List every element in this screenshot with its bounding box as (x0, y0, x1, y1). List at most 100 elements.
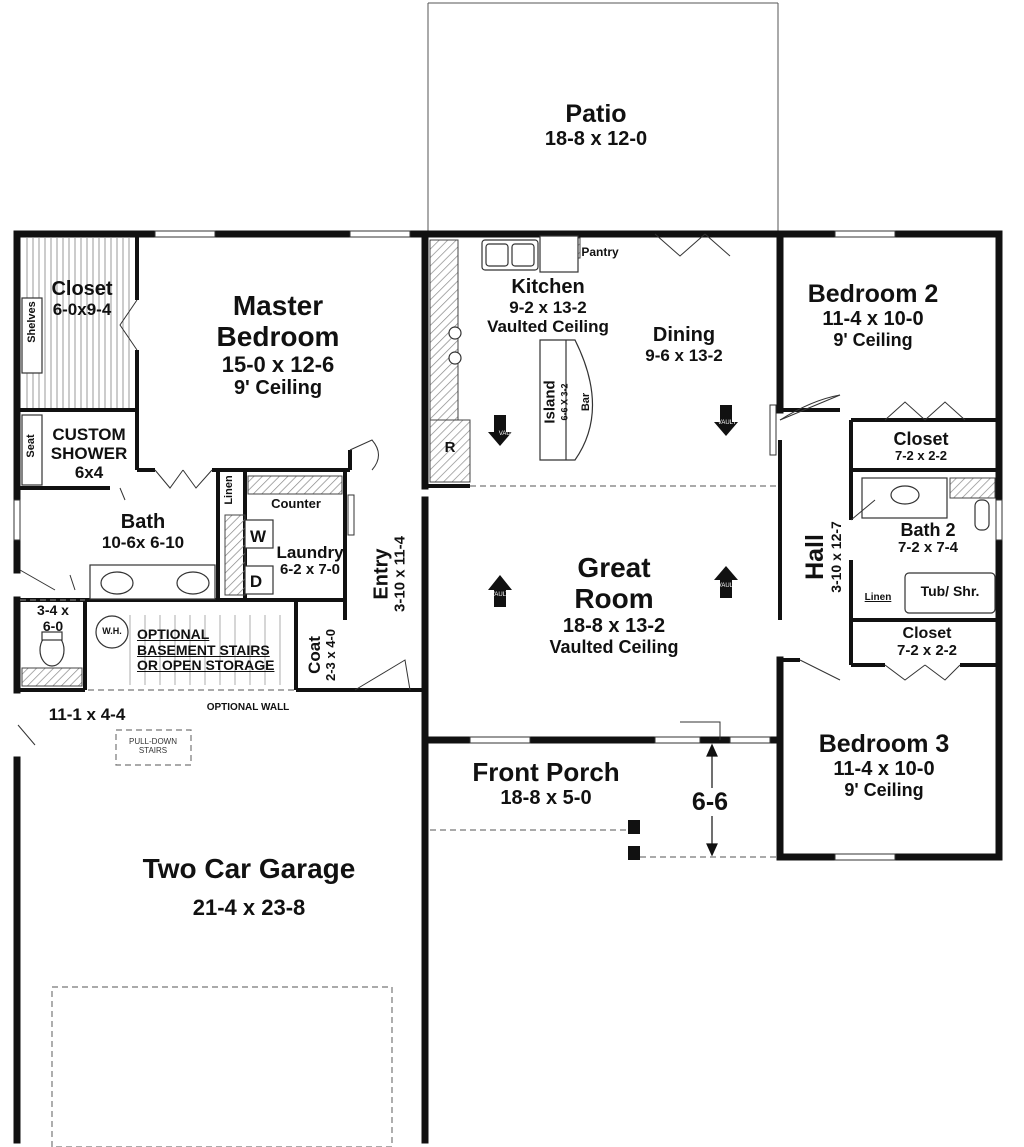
dining-label: Dining 9-6 x 13-2 (645, 324, 723, 365)
vault-arrows (488, 405, 738, 607)
great-room-ceiling: Vaulted Ceiling (549, 637, 679, 658)
bath2-dims: 7-2 x 7-4 (897, 539, 959, 557)
coat-dims: 2-3 x 4-0 (323, 628, 339, 682)
great-room-name2: Room (574, 583, 654, 615)
kitchen-ceiling: Vaulted Ceiling (487, 317, 609, 337)
washer-label: W (249, 527, 267, 546)
bedroom2-name: Bedroom 2 (807, 280, 939, 308)
master-bedroom-ceiling: 9' Ceiling (233, 377, 323, 400)
island-label: Island 6-6 X 3-2 (541, 380, 570, 424)
pulldown-stairs-label: PULL-DOWN STAIRS (129, 737, 177, 755)
bedroom2-label: Bedroom 2 11-4 x 10-0 9' Ceiling (808, 280, 939, 351)
coat-label: Coat 2-3 x 4-0 (305, 629, 339, 681)
shelves-label: Shelves (25, 301, 38, 343)
linen-hall-label: Linen (864, 592, 892, 603)
front-porch-label: Front Porch 18-8 x 5-0 (472, 757, 620, 810)
custom-shower-name1: CUSTOM (52, 425, 126, 444)
closet-master-name: Closet (51, 278, 113, 300)
custom-shower-dims: 6x4 (74, 463, 104, 483)
garage-label: Two Car Garage 21-4 x 23-8 (143, 853, 356, 921)
bath-label: Bath 10-6x 6-10 (102, 511, 184, 552)
bedroom3-dims: 11-4 x 10-0 (833, 758, 935, 780)
bedroom3-name: Bedroom 3 (818, 730, 950, 758)
optional-wall-label: OPTIONAL WALL (206, 702, 290, 713)
custom-shower-label: CUSTOM SHOWER 6x4 (51, 425, 128, 482)
optional-stairs-label: OPTIONAL BASEMENT STAIRS OR OPEN STORAGE (137, 626, 275, 674)
hall-dim-label: 11-1 x 4-4 (48, 705, 126, 724)
linen-master-label: Linen (222, 475, 235, 505)
windows (13, 230, 1003, 861)
bath-name: Bath (120, 511, 166, 533)
tub-label: Tub/ Shr. (920, 583, 980, 599)
bar-label: Bar (579, 392, 592, 412)
bedroom3-ceiling: 9' Ceiling (844, 780, 924, 801)
closet-b3-dims: 7-2 x 2-2 (896, 641, 958, 659)
refrigerator-label: R (444, 439, 456, 456)
interior-walls (17, 234, 999, 692)
vault-text-4: VAULT (717, 583, 737, 589)
master-bedroom-label: Master Bedroom 15-0 x 12-6 9' Ceiling (217, 290, 340, 400)
great-room-name1: Great (577, 552, 651, 583)
coat-name: Coat (305, 636, 325, 674)
hall-label: Hall 3-10 x 12-7 (801, 521, 845, 593)
front-porch-name: Front Porch (472, 757, 620, 787)
closet-master-label: Closet 6-0x9-4 (51, 278, 112, 319)
kitchen-label: Kitchen 9-2 x 13-2 Vaulted Ceiling (487, 276, 609, 336)
vault-text-3: VAULT (490, 592, 510, 598)
patio-name: Patio (565, 100, 627, 128)
patio-dims: 18-8 x 12-0 (544, 128, 648, 150)
vault-text-2: VAULT (717, 420, 737, 426)
bedroom3-label: Bedroom 3 11-4 x 10-0 9' Ceiling (819, 730, 950, 801)
dryer-label: D (249, 572, 263, 591)
bath2-label: Bath 2 7-2 x 7-4 (898, 520, 958, 557)
pantry-label: Pantry (581, 245, 619, 259)
great-room-dims: 18-8 x 13-2 (562, 614, 666, 637)
vault-text-1: VAULT (498, 431, 518, 437)
bath-fixtures (21, 297, 996, 667)
bath2-name: Bath 2 (900, 520, 956, 540)
porch-depth-label: 6-6 (689, 788, 731, 816)
entry-name: Entry (370, 548, 393, 600)
bath-dims: 10-6x 6-10 (101, 533, 185, 553)
optional-stairs-line1: OPTIONAL (137, 626, 210, 642)
island-dims: 6-6 X 3-2 (559, 383, 570, 421)
custom-shower-name2: SHOWER (50, 444, 128, 464)
counter-label: Counter (271, 496, 321, 511)
kitchen-dims: 9-2 x 13-2 (509, 298, 587, 318)
hall-dims: 3-10 x 12-7 (828, 521, 845, 593)
storage-small-label: 3-4 x 6-0 (37, 602, 69, 634)
optional-stairs-line2: BASEMENT STAIRS (137, 641, 270, 658)
closet-master-dims: 6-0x9-4 (52, 300, 112, 320)
exterior-walls (13, 230, 1003, 1144)
kitchen-fixtures (448, 235, 594, 461)
master-bedroom-name2: Bedroom (216, 321, 340, 353)
bedroom2-dims: 11-4 x 10-0 (822, 308, 924, 330)
entry-label: Entry 3-10 x 11-4 (370, 536, 409, 612)
kitchen-name: Kitchen (511, 276, 585, 298)
front-porch-dims: 18-8 x 5-0 (500, 787, 592, 810)
storage-small-dims2: 6-0 (42, 617, 64, 634)
seat-label: Seat (24, 434, 37, 458)
laundry-label: Laundry 6-2 x 7-0 (276, 543, 343, 579)
open-boundaries (20, 485, 780, 1147)
closet-b2-name: Closet (893, 429, 949, 449)
dining-dims: 9-6 x 13-2 (645, 346, 723, 366)
storage-small-dims1: 3-4 x (37, 602, 69, 618)
garage-dims: 21-4 x 23-8 (192, 895, 306, 921)
closet-b3-label: Closet 7-2 x 2-2 (897, 625, 957, 660)
door-swings (17, 233, 966, 746)
great-room-label: Great Room 18-8 x 13-2 Vaulted Ceiling (549, 552, 678, 657)
pulldown-line1: PULL-DOWN (128, 737, 178, 746)
laundry-dims: 6-2 x 7-0 (279, 561, 341, 579)
closet-b2-label: Closet 7-2 x 2-2 (893, 429, 948, 464)
water-heater-label: W.H. (102, 626, 122, 636)
garage-name: Two Car Garage (142, 853, 356, 884)
master-bedroom-dims: 15-0 x 12-6 (221, 351, 335, 377)
laundry-name: Laundry (276, 543, 344, 562)
closet-b2-dims: 7-2 x 2-2 (894, 448, 948, 464)
pulldown-line2: STAIRS (138, 746, 168, 755)
dining-name: Dining (652, 324, 716, 346)
optional-stairs-line3: OR OPEN STORAGE (137, 657, 275, 674)
island-name: Island (541, 380, 559, 424)
